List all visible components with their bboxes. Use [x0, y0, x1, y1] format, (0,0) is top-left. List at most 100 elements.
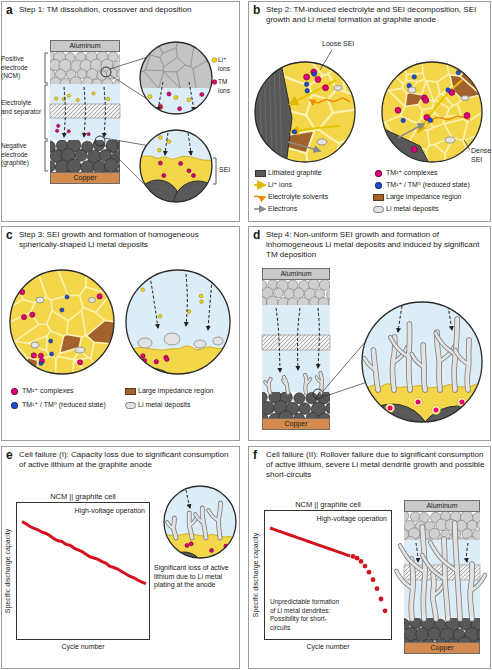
- ion-dot: [304, 74, 310, 80]
- magnifier-outline: [10, 270, 114, 374]
- ion-dot: [76, 99, 79, 102]
- ion-dot: [187, 310, 191, 314]
- graphite-particles: [81, 161, 94, 172]
- li-dendrite: [396, 559, 413, 619]
- ncm-particles: [50, 52, 120, 84]
- ion-dot: [200, 106, 204, 110]
- graphite-particle: [173, 181, 223, 231]
- legend-swatch: [125, 402, 136, 409]
- tm-deposit: [460, 400, 465, 405]
- cathode-particle: [140, 42, 212, 88]
- cell-stack: [50, 84, 120, 140]
- ion-dot: [179, 162, 183, 166]
- li-dendrite: [316, 377, 322, 383]
- ncm-particles: [262, 280, 330, 305]
- magnifier-outline: [382, 62, 482, 162]
- li-dendrite: [455, 350, 469, 365]
- legend-dot: [212, 58, 217, 85]
- graphite-particles: [294, 393, 305, 404]
- li-deposit: [317, 139, 327, 145]
- ion-dot: [92, 92, 95, 95]
- panel-frame: fCell failure (II): Rollover failure due…: [248, 446, 491, 669]
- ion-dot: [423, 97, 429, 103]
- graphite-particles: [50, 161, 55, 172]
- magnified-view: [140, 42, 212, 114]
- current-collector: Aluminum: [262, 268, 330, 280]
- graphite-particles: [262, 401, 274, 414]
- axis-label: Specific discharge capacity: [3, 503, 13, 639]
- ion-dot: [158, 148, 162, 152]
- current-collector: Aluminum: [50, 40, 120, 52]
- li-dendrite: [195, 514, 203, 523]
- ion-dot: [446, 88, 450, 92]
- ncm-particles: [92, 79, 102, 84]
- graphite-particle: [416, 406, 492, 490]
- ion-dot: [141, 288, 145, 292]
- capacity-points: [367, 570, 372, 575]
- ion-dot: [60, 308, 64, 312]
- cell-stack: [404, 540, 480, 618]
- leader-line: [95, 136, 105, 146]
- ncm-particles: [326, 290, 330, 299]
- ion-dot: [158, 314, 162, 318]
- ncm-particles: [404, 536, 416, 540]
- flow-arrow: [318, 308, 319, 368]
- legend-text: TM²⁺ complexes: [386, 168, 438, 178]
- panel-title: Step 2: TM-induced electrolyte and SEI d…: [266, 5, 485, 25]
- flow-arrow: [298, 308, 300, 370]
- li-dendrite: [265, 382, 269, 386]
- sei-grain-boundary: [10, 270, 114, 374]
- graphite-layer: [148, 192, 168, 212]
- callout-label: Unpredictable formation of Li metal dend…: [270, 598, 346, 632]
- leader-line: [320, 50, 470, 150]
- capacity-curve: [22, 522, 146, 584]
- ncm-particles: [404, 512, 409, 521]
- magnified-view: [382, 62, 482, 165]
- magnified-view: [140, 42, 212, 114]
- li-dendrite: [364, 358, 375, 370]
- ion-dot: [31, 353, 36, 358]
- current-collector: Copper: [50, 172, 120, 184]
- tm-deposit: [388, 406, 393, 411]
- callout-label: Significant loss of active lithium due t…: [154, 564, 238, 590]
- capacity-points: [355, 556, 360, 561]
- legend-swatch: [125, 388, 136, 395]
- flow-arrow: [416, 543, 418, 562]
- flow-arrow: [165, 133, 168, 155]
- li-deposit: [213, 337, 223, 345]
- panel-letter: a: [6, 3, 13, 17]
- li-dendrite: [400, 527, 426, 619]
- ion-dot: [304, 82, 308, 86]
- ion-dot: [464, 113, 470, 119]
- capacity-points: [371, 577, 376, 582]
- ncm-particles: [410, 512, 420, 521]
- leader-line: [110, 57, 147, 69]
- ion-dot: [428, 118, 432, 122]
- flow-arrow: [254, 208, 265, 210]
- panel-title: Step 4: Non-uniform SEI growth and forma…: [266, 230, 485, 260]
- legend-text: Lithiated graphite: [268, 168, 322, 178]
- flow-arrow: [418, 80, 462, 132]
- flow-arrow: [276, 308, 280, 372]
- ncm-particles: [107, 68, 118, 79]
- collector-label: Copper: [263, 419, 329, 429]
- ncm-particles: [294, 288, 305, 299]
- legend-swatch: [255, 170, 266, 177]
- magnified-view: [255, 60, 355, 165]
- ion-dot: [148, 95, 152, 99]
- leader-line: [323, 383, 366, 397]
- flow-arrow: [291, 126, 340, 132]
- ncm-particles: [117, 68, 120, 80]
- li-dendrite: [430, 542, 457, 571]
- li-dendrite: [283, 377, 288, 393]
- panel-frame: bStep 2: TM-induced electrolyte and SEI …: [248, 1, 491, 222]
- li-dendrite: [390, 337, 408, 357]
- li-dendrite: [283, 380, 287, 385]
- ion-dot: [292, 130, 296, 134]
- panel-letter: c: [6, 228, 13, 242]
- li-deposit: [164, 333, 180, 345]
- separator: [262, 335, 330, 350]
- magnifier-outline: [164, 486, 236, 558]
- sei-layer: [126, 346, 228, 382]
